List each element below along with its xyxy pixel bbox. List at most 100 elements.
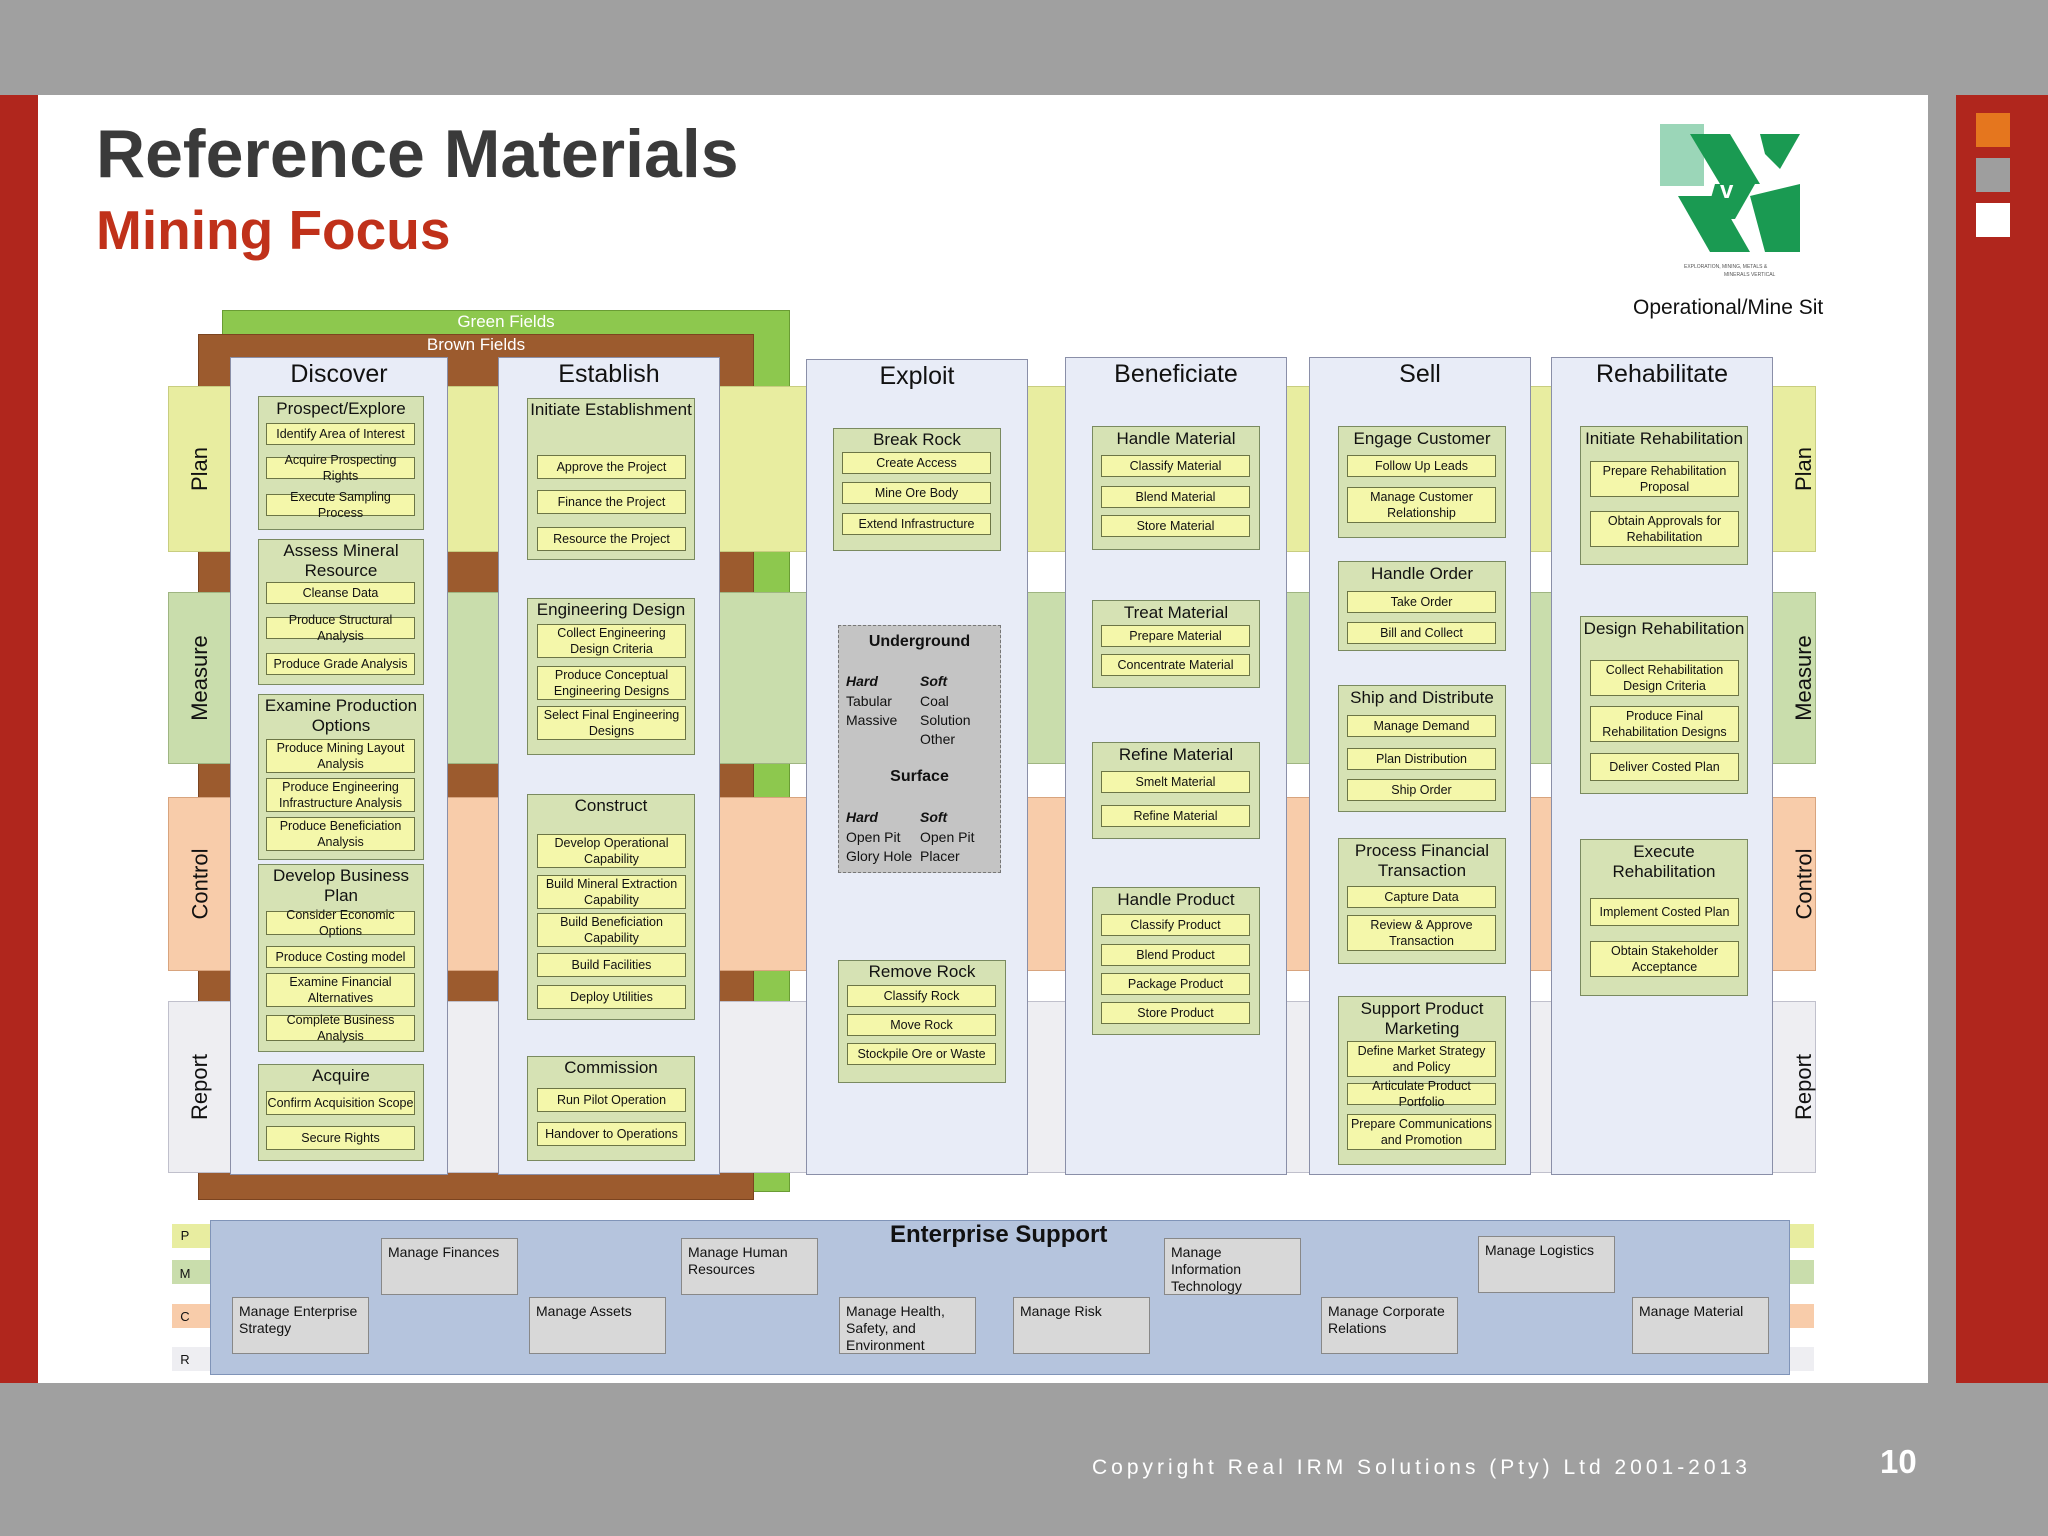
copyright-text: Copyright Real IRM Solutions (Pty) Ltd 2…: [1092, 1456, 1751, 1479]
activity-product-portfolio[interactable]: Articulate Product Portfolio: [1347, 1079, 1496, 1109]
es-manage-human-resources[interactable]: Manage Human Resources: [681, 1238, 818, 1295]
activity-take-order[interactable]: Take Order: [1347, 591, 1496, 613]
es-manage-material[interactable]: Manage Material: [1632, 1297, 1769, 1354]
activity-costing-model[interactable]: Produce Costing model: [266, 946, 415, 968]
page-title: Reference Materials: [96, 116, 739, 192]
activity-manage-demand[interactable]: Manage Demand: [1347, 715, 1496, 737]
left-accent-bar: [0, 95, 38, 1383]
activity-classify-material[interactable]: Classify Material: [1101, 455, 1250, 477]
activity-conceptual-designs[interactable]: Produce Conceptual Engineering Designs: [537, 666, 686, 700]
activity-implement-plan[interactable]: Implement Costed Plan: [1590, 898, 1739, 926]
activity-financial-alternatives[interactable]: Examine Financial Alternatives: [266, 973, 415, 1007]
process-title: Engage Customer: [1353, 429, 1491, 448]
process-title: Examine Production Options: [264, 696, 418, 735]
activity-plan-distribution[interactable]: Plan Distribution: [1347, 748, 1496, 770]
activity-concentrate-material[interactable]: Concentrate Material: [1101, 654, 1250, 676]
column-title-sell: Sell: [1399, 360, 1441, 388]
activity-execute-sampling[interactable]: Execute Sampling Process: [266, 490, 415, 520]
process-title: Commission: [564, 1058, 658, 1077]
process-title: Handle Material: [1116, 429, 1236, 448]
activity-cleanse-data[interactable]: Cleanse Data: [266, 582, 415, 604]
activity-store-material[interactable]: Store Material: [1101, 515, 1250, 537]
activity-blend-product[interactable]: Blend Product: [1101, 944, 1250, 966]
es-manage-it[interactable]: Manage Information Technology: [1164, 1238, 1301, 1295]
activity-engineering-criteria[interactable]: Collect Engineering Design Criteria: [537, 624, 686, 658]
activity-acquire-prospecting-rights[interactable]: Acquire Prospecting Rights: [266, 453, 415, 483]
activity-rehab-approvals[interactable]: Obtain Approvals for Rehabilitation: [1590, 511, 1739, 547]
process-title: Acquire: [312, 1066, 370, 1085]
es-manage-logistics[interactable]: Manage Logistics: [1478, 1236, 1615, 1293]
surface-title: Surface: [890, 768, 949, 785]
activity-costed-plan[interactable]: Deliver Costed Plan: [1590, 753, 1739, 781]
page-subtitle: Mining Focus: [96, 199, 451, 261]
activity-follow-up-leads[interactable]: Follow Up Leads: [1347, 455, 1496, 477]
activity-blend-material[interactable]: Blend Material: [1101, 486, 1250, 508]
activity-handover-operations[interactable]: Handover to Operations: [537, 1122, 686, 1146]
activity-rehab-final-designs[interactable]: Produce Final Rehabilitation Designs: [1590, 706, 1739, 742]
activity-communications-promotion[interactable]: Prepare Communications and Promotion: [1347, 1114, 1496, 1150]
activity-market-strategy[interactable]: Define Market Strategy and Policy: [1347, 1041, 1496, 1077]
activity-store-product[interactable]: Store Product: [1101, 1002, 1250, 1024]
process-title: Refine Material: [1118, 745, 1234, 764]
activity-prepare-material[interactable]: Prepare Material: [1101, 625, 1250, 647]
activity-mine-ore-body[interactable]: Mine Ore Body: [842, 482, 991, 504]
activity-bill-collect[interactable]: Bill and Collect: [1347, 622, 1496, 644]
activity-beneficiation-capability[interactable]: Build Beneficiation Capability: [537, 913, 686, 947]
activity-rehab-design-criteria[interactable]: Collect Rehabilitation Design Criteria: [1590, 660, 1739, 696]
activity-operational-capability[interactable]: Develop Operational Capability: [537, 834, 686, 868]
activity-refine-material[interactable]: Refine Material: [1101, 805, 1250, 827]
es-manage-assets[interactable]: Manage Assets: [529, 1297, 666, 1354]
activity-package-product[interactable]: Package Product: [1101, 973, 1250, 995]
activity-beneficiation-analysis[interactable]: Produce Beneficiation Analysis: [266, 817, 415, 851]
right-accent-bar: [1956, 95, 2048, 1383]
activity-rehab-proposal[interactable]: Prepare Rehabilitation Proposal: [1590, 461, 1739, 497]
activity-structural-analysis[interactable]: Produce Structural Analysis: [266, 613, 415, 643]
activity-stakeholder-acceptance[interactable]: Obtain Stakeholder Acceptance: [1590, 941, 1739, 977]
process-title: Remove Rock: [868, 962, 976, 981]
band-label-report: Report: [187, 1053, 213, 1121]
activity-business-analysis[interactable]: Complete Business Analysis: [266, 1013, 415, 1043]
activity-extend-infrastructure[interactable]: Extend Infrastructure: [842, 513, 991, 535]
activity-deploy-utilities[interactable]: Deploy Utilities: [537, 985, 686, 1009]
es-manage-corporate-relations[interactable]: Manage Corporate Relations: [1321, 1297, 1458, 1354]
process-title: Design Rehabilitation: [1583, 619, 1745, 638]
activity-acquisition-scope[interactable]: Confirm Acquisition Scope: [266, 1091, 415, 1115]
process-title: Initiate Rehabilitation: [1585, 429, 1743, 448]
es-manage-finances[interactable]: Manage Finances: [381, 1238, 518, 1295]
process-title: Process Financial Transaction: [1354, 841, 1490, 880]
activity-resource-project[interactable]: Resource the Project: [537, 527, 686, 551]
es-manage-risk[interactable]: Manage Risk: [1013, 1297, 1150, 1354]
activity-final-designs[interactable]: Select Final Engineering Designs: [537, 706, 686, 740]
activity-mining-layout-analysis[interactable]: Produce Mining Layout Analysis: [266, 739, 415, 773]
surface-hard-items: Open Pit Glory Hole: [846, 829, 913, 864]
site-label: Operational/Mine Sit: [1633, 296, 1824, 319]
activity-mineral-extraction-capability[interactable]: Build Mineral Extraction Capability: [537, 875, 686, 909]
activity-stockpile[interactable]: Stockpile Ore or Waste: [847, 1043, 996, 1065]
es-letter-m: M: [179, 1265, 191, 1281]
activity-pilot-operation[interactable]: Run Pilot Operation: [537, 1088, 686, 1112]
process-title: Treat Material: [1123, 603, 1229, 622]
activity-economic-options[interactable]: Consider Economic Options: [266, 908, 415, 938]
activity-grade-analysis[interactable]: Produce Grade Analysis: [266, 653, 415, 675]
es-manage-enterprise-strategy[interactable]: Manage Enterprise Strategy: [232, 1297, 369, 1354]
activity-finance-project[interactable]: Finance the Project: [537, 490, 686, 514]
enterprise-support-title: Enterprise Support: [890, 1221, 1108, 1248]
activity-approve-project[interactable]: Approve the Project: [537, 455, 686, 479]
activity-ship-order[interactable]: Ship Order: [1347, 779, 1496, 801]
activity-identify-area[interactable]: Identify Area of Interest: [266, 423, 415, 445]
process-title: Initiate Establishment: [530, 400, 692, 419]
underground-title: Underground: [868, 633, 971, 650]
activity-smelt-material[interactable]: Smelt Material: [1101, 771, 1250, 793]
es-manage-hse[interactable]: Manage Health, Safety, and Environment: [839, 1297, 976, 1354]
activity-engineering-infrastructure-analysis[interactable]: Produce Engineering Infrastructure Analy…: [266, 778, 415, 812]
activity-customer-relationship[interactable]: Manage Customer Relationship: [1347, 487, 1496, 523]
activity-build-facilities[interactable]: Build Facilities: [537, 953, 686, 977]
activity-move-rock[interactable]: Move Rock: [847, 1014, 996, 1036]
activity-secure-rights[interactable]: Secure Rights: [266, 1126, 415, 1150]
activity-capture-data[interactable]: Capture Data: [1347, 886, 1496, 908]
activity-classify-rock[interactable]: Classify Rock: [847, 985, 996, 1007]
activity-classify-product[interactable]: Classify Product: [1101, 914, 1250, 936]
activity-create-access[interactable]: Create Access: [842, 452, 991, 474]
surface-hard-label: Hard: [846, 809, 878, 825]
activity-review-approve[interactable]: Review & Approve Transaction: [1347, 915, 1496, 951]
